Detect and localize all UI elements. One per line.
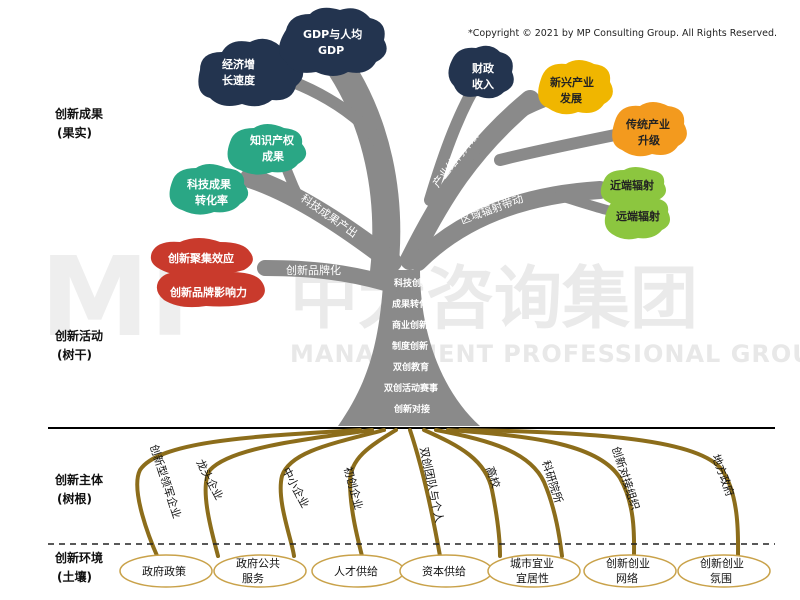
side-label-fruit-1: 创新成果	[54, 106, 103, 121]
tree-structure	[240, 38, 646, 426]
root-path-8	[446, 428, 637, 558]
side-label-fruit-2: (果实)	[57, 125, 92, 140]
soil-label-4: 资本供给	[422, 564, 466, 578]
soil-label-6a: 创新创业	[606, 556, 650, 570]
trunk	[338, 270, 480, 426]
soil-ellipse-7	[677, 554, 771, 588]
soil-label-5a: 城市宜业	[510, 556, 554, 570]
root-path-3	[278, 428, 386, 558]
cloud-emerging-industry: 新兴产业 发展	[538, 60, 613, 115]
cloud-emerging-line1: 新兴产业	[550, 75, 594, 89]
cloud-per-capita-gdp-line2: GDP	[318, 44, 344, 57]
root-path-1	[135, 428, 362, 560]
root-label-4: 初创企业	[341, 465, 366, 511]
cloud-ip-line1: 知识产权	[249, 133, 295, 147]
trunk-item-3: 商业创新	[392, 319, 428, 331]
trunk-item-4: 制度创新	[392, 340, 428, 352]
root-path-9	[458, 428, 741, 558]
cloud-gdp-growth: 经济增 长速度	[198, 38, 304, 107]
cloud-ip-results: 知识产权 成果	[227, 124, 307, 175]
cloud-gdp-growth-line2: 长速度	[222, 73, 256, 87]
cloud-gdp-growth-line1: 经济增	[222, 57, 255, 71]
soil-label-3: 人才供给	[334, 564, 378, 578]
side-label-soil-1: 创新环境	[54, 550, 103, 565]
soil-ellipse-1	[119, 554, 213, 588]
cloud-near-radiation-text: 近端辐射	[610, 178, 654, 192]
soil-ellipse-6	[583, 554, 677, 588]
soil-items	[119, 554, 771, 588]
cloud-brand-influence-text: 创新品牌影响力	[169, 285, 247, 299]
soil-label-1: 政府政策	[142, 564, 186, 578]
cloud-far-radiation: 远端辐射	[604, 195, 670, 240]
trunk-item-1: 科技创新	[394, 277, 430, 289]
side-label-roots-2: (树根)	[57, 491, 92, 506]
cloud-tech-line1: 科技成果	[187, 177, 231, 191]
cloud-brand-cluster: 创新聚集效应	[150, 238, 253, 276]
cloud-traditional-upgrade: 传统产业 升级	[612, 102, 687, 157]
trunk-item-2: 成果转化	[392, 298, 428, 310]
root-label-8: 创新对接组织	[609, 445, 643, 512]
branch-tech	[240, 168, 402, 272]
trunk-item-6: 双创活动赛事	[384, 382, 438, 394]
trunk-item-7: 创新对接	[393, 403, 430, 415]
copyright-text: *Copyright © 2021 by MP Consulting Group…	[468, 28, 777, 39]
cloud-brand-influence: 创新品牌影响力	[156, 268, 265, 308]
soil-labels: 政府政策 政府公共 服务 人才供给 资本供给 城市宜业 宜居性 创新创业 网络 …	[142, 556, 744, 585]
soil-label-7a: 创新创业	[700, 556, 744, 570]
cloud-tech-line2: 转化率	[195, 193, 228, 207]
watermark-en: MANAGEMENT PROFESSIONAL GROUP	[290, 340, 800, 368]
cloud-fiscal-revenue-line2: 收入	[472, 77, 494, 91]
cloud-fiscal-revenue: 财政 收入	[448, 45, 514, 99]
cloud-traditional-line1: 传统产业	[625, 117, 670, 131]
root-label-9: 地方政府	[709, 452, 737, 498]
branch-label-economic: 经济实力增强	[399, 137, 419, 204]
soil-label-6b: 网络	[616, 571, 638, 585]
root-label-3: 中小企业	[279, 465, 312, 510]
soil-label-2b: 服务	[242, 572, 264, 585]
branch-label-brand: 创新品牌化	[286, 263, 341, 277]
root-path-2	[203, 428, 374, 558]
cloud-ip-line2: 成果	[262, 149, 284, 163]
cloud-brand-cluster-text: 创新聚集效应	[167, 251, 234, 265]
side-label-soil-2: (土壤)	[57, 569, 92, 584]
side-labels: 创新成果 (果实) 创新活动 (树干) 创新主体 (树根) 创新环境 (土壤)	[54, 106, 104, 584]
side-label-trunk-2: (树干)	[57, 347, 92, 362]
root-path-5	[408, 428, 442, 558]
trunk-item-5: 双创教育	[393, 361, 429, 373]
branch-brand	[257, 260, 400, 293]
cloud-per-capita-gdp-line1: GDP与人均	[303, 27, 362, 41]
soil-ellipse-2	[213, 554, 307, 588]
cloud-emerging-line2: 发展	[559, 91, 583, 105]
cloud-traditional-line2: 升级	[638, 133, 661, 147]
cloud-far-radiation-text: 远端辐射	[616, 209, 660, 223]
soil-label-5b: 宜居性	[516, 571, 549, 585]
roots	[135, 428, 741, 560]
soil-label-7b: 氛围	[710, 572, 732, 585]
root-path-4	[347, 428, 398, 558]
branch-center	[316, 38, 401, 286]
root-path-7	[434, 428, 564, 558]
trunk-items: 科技创新 成果转化 商业创新 制度创新 双创教育 双创活动赛事 创新对接	[384, 277, 438, 415]
cloud-per-capita-gdp: GDP与人均 GDP	[279, 7, 387, 76]
root-label-5: 双创团队与个人	[417, 446, 447, 524]
side-label-roots-1: 创新主体	[54, 472, 104, 487]
root-path-6	[422, 428, 502, 558]
cloud-tech-transfer: 科技成果 转化率	[169, 164, 249, 215]
cloud-fiscal-revenue-line1: 财政	[471, 61, 495, 75]
root-label-6: 高校	[483, 465, 503, 490]
side-label-trunk-1: 创新活动	[54, 328, 103, 343]
soil-label-2a: 政府公共	[236, 556, 280, 570]
soil-ellipse-5	[487, 554, 581, 588]
